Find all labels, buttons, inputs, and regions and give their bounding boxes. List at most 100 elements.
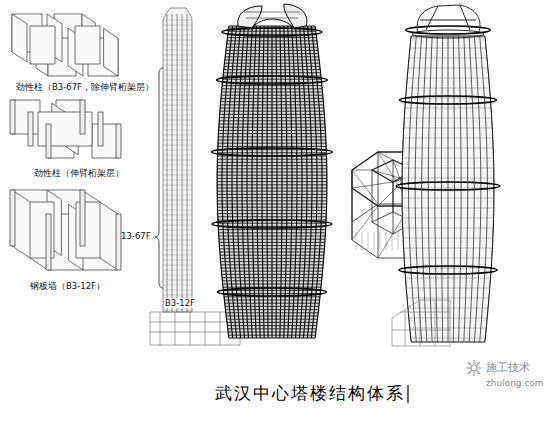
wall-sketch-stroke-stroke (75, 26, 100, 64)
tower-frame-stroke-stroke (435, 36, 438, 342)
core-tube-elevation-stroke (182, 14, 183, 312)
outrigger-truss-stroke (386, 232, 387, 250)
core-tube-elevation-stroke (163, 295, 192, 296)
core-tube-elevation-stroke (163, 150, 192, 151)
tower-frame-stroke-stroke (296, 26, 302, 338)
core-tube-elevation-stroke (163, 85, 192, 86)
core-tube-elevation-stroke (163, 260, 192, 261)
outrigger-truss-stroke (352, 188, 353, 222)
core-tube-elevation-stroke (163, 75, 192, 76)
tower-frame-stroke-stroke (244, 12, 300, 18)
core-tube-elevation-stroke (163, 140, 192, 141)
wall-sketch-stroke-stroke (92, 124, 118, 158)
core-tube-elevation-stroke (163, 8, 192, 312)
text-cursor-stroke (407, 385, 408, 403)
component-label: 劲性柱（伸臂桁架层） (34, 168, 124, 178)
core-tube-elevation-stroke (163, 190, 192, 191)
core-tube-elevation-stroke (163, 200, 192, 201)
wall-sketch-stroke-stroke (10, 190, 15, 246)
core-tube-elevation-stroke (163, 95, 192, 96)
core-tube-elevation-stroke (163, 250, 192, 251)
watermark-logo-stroke (471, 365, 477, 371)
watermark-logo (466, 360, 482, 376)
core-tube-elevation-stroke (163, 70, 192, 71)
tower-frame-stroke (212, 148, 333, 156)
tower-frame-stroke-stroke (288, 26, 292, 338)
core-tube-elevation-stroke (163, 290, 192, 291)
tower-frame-stroke-stroke (267, 26, 268, 338)
core-tube-elevation-stroke (163, 240, 192, 241)
tower-frame-stroke (412, 5, 484, 38)
tower-frame (396, 5, 500, 342)
tower-frame-stroke-stroke (303, 26, 312, 338)
core-tube-elevation-stroke (163, 310, 192, 311)
outrigger-truss-stroke (374, 232, 375, 250)
wall-sketch-stroke-stroke (76, 202, 100, 258)
core-tube-elevation-stroke (163, 220, 192, 221)
core-tube-elevation-stroke (163, 215, 192, 216)
component-label: 钢板墙（B3-12F） (30, 281, 105, 291)
range-bracket-stroke (155, 68, 163, 288)
tower-frame-stroke (217, 76, 328, 84)
range-bracket (155, 68, 163, 288)
outrigger-truss-stroke (352, 170, 372, 171)
tower-frame-stroke-stroke (238, 6, 262, 28)
outrigger-truss-stroke (352, 188, 353, 240)
core-tube-elevation-stroke (163, 155, 192, 156)
wall-sketch-stroke-stroke (116, 124, 121, 158)
core-tube-elevation-stroke (163, 130, 192, 131)
core-tube-elevation-stroke (163, 100, 192, 101)
wall-sketch-stroke-stroke (80, 190, 85, 246)
wall-sketch-stroke-stroke (10, 100, 15, 134)
watermark-logo-stroke (466, 360, 482, 376)
outrigger-truss-stroke (398, 232, 399, 250)
outrigger-truss-stroke (378, 206, 379, 258)
wall-sketch (10, 14, 121, 270)
tower-frame-stroke-stroke (284, 4, 307, 28)
core-tube-elevation-stroke (163, 125, 192, 126)
core-tube-elevation-stroke (163, 275, 192, 276)
core-tube-elevation-stroke (163, 265, 192, 266)
wall-sketch-stroke-stroke (30, 26, 55, 64)
wall-sketch-stroke-stroke (104, 28, 118, 76)
tower-frame-stroke-stroke (412, 30, 484, 38)
core-tube-elevation-stroke (187, 14, 188, 312)
text-cursor (407, 385, 408, 403)
tower-frame-stroke-stroke (284, 26, 287, 338)
figure-caption: 武汉中心塔楼结构体系 (215, 383, 405, 403)
watermark: 施工技术 (486, 361, 530, 374)
tower-frame-stroke (212, 220, 332, 228)
core-tube-elevation-stroke (163, 245, 192, 246)
podium-sketch-stroke (160, 312, 220, 345)
tower-frame-stroke (399, 266, 497, 274)
outrigger-truss-stroke (380, 232, 381, 250)
wall-sketch-stroke-stroke (98, 112, 103, 146)
tower-frame-stroke-stroke (307, 26, 317, 338)
tower-frame-stroke-stroke (271, 26, 272, 338)
core-tube-elevation-stroke (163, 60, 192, 61)
core-tube-elevation-stroke (163, 50, 192, 51)
tower-frame-stroke-stroke (232, 26, 241, 338)
core-tube-elevation-stroke (163, 165, 192, 166)
outrigger-truss-stroke (378, 152, 393, 160)
core-tube-elevation (163, 8, 192, 312)
core-tube-elevation-stroke (163, 175, 192, 176)
core-tube-elevation-stroke (163, 195, 192, 196)
tower-frame-stroke (222, 28, 322, 36)
wall-sketch-stroke-stroke (46, 214, 51, 270)
core-tube-elevation-stroke (163, 230, 192, 231)
core-tube-elevation-stroke (163, 185, 192, 186)
core-tube-elevation-stroke (163, 20, 192, 21)
wall-sketch-stroke-stroke (28, 112, 33, 146)
outrigger-truss-stroke (356, 232, 357, 250)
outrigger-truss-stroke (352, 170, 378, 204)
core-tube-elevation-stroke (163, 80, 192, 81)
tower-frame-stroke-stroke (252, 26, 256, 338)
core-tube-elevation-stroke (163, 170, 192, 171)
tower-frame (212, 4, 333, 338)
outrigger-truss-stroke (392, 232, 393, 250)
core-tube-elevation-stroke (163, 280, 192, 281)
component-label: 劲性柱（B3-67F，除伸臂桁架层） (16, 82, 154, 92)
